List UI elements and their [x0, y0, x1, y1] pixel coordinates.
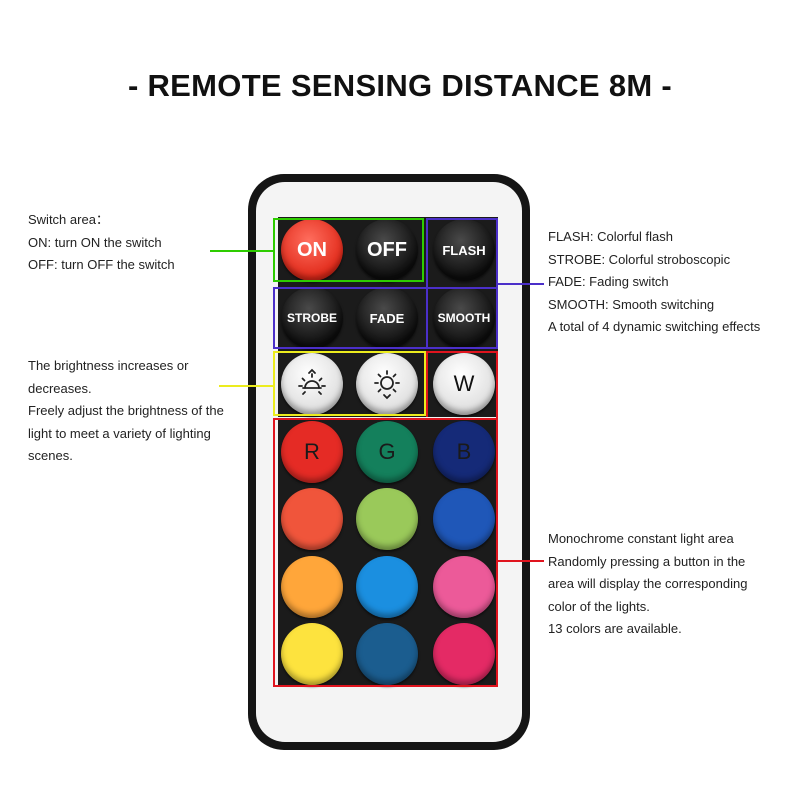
smooth-button[interactable]: SMOOTH	[433, 287, 495, 349]
brightness-note-line: Freely adjust the brightness of the	[28, 403, 224, 418]
monochrome-area-box	[273, 418, 498, 687]
switch-note-line: ON: turn ON the switch	[28, 234, 162, 250]
monochrome-note-line: area will display the corresponding	[548, 576, 748, 591]
color-button-yellow[interactable]	[281, 623, 343, 685]
blue-button-label: B	[456, 439, 472, 464]
page-title: - REMOTE SENSING DISTANCE 8M -	[127, 68, 673, 103]
off-button-label: OFF	[367, 238, 407, 261]
color-button-orange-red[interactable]	[281, 488, 343, 550]
color-button-orange[interactable]	[281, 556, 343, 618]
switch-note-line: Switch area：	[28, 212, 109, 227]
dynamic-connector-line	[498, 283, 544, 285]
dynamic-note-line: FLASH: Colorful flash	[548, 229, 673, 244]
white-button-label: W	[453, 371, 475, 396]
dynamic-note-line: SMOOTH: Smooth switching	[548, 296, 715, 312]
on-button-label: ON	[297, 238, 327, 261]
strobe-button[interactable]: STROBE	[281, 287, 343, 349]
brightness-note-line: decreases.	[28, 380, 92, 396]
monochrome-note-line: color of the lights.	[548, 598, 650, 614]
monochrome-note: Monochrome constant light area Randomly …	[548, 528, 747, 641]
monochrome-note-line: Randomly pressing a button in the	[548, 553, 746, 569]
monochrome-area-box-divider	[426, 351, 428, 417]
strobe-button-label: STROBE	[286, 311, 337, 325]
brightness-up-icon	[298, 368, 326, 395]
on-button[interactable]: ON	[281, 219, 343, 281]
fade-button[interactable]: FADE	[356, 287, 418, 349]
fade-button-label: FADE	[369, 310, 405, 326]
dynamic-effects-note: FLASH: Colorful flash STROBE: Colorful s…	[548, 226, 760, 339]
brightness-note-line: light to meet a variety of lighting	[28, 425, 211, 441]
switch-note-line: OFF: turn OFF the switch	[28, 257, 175, 272]
color-button-steel-blue[interactable]	[356, 623, 418, 685]
red-button-label: R	[304, 439, 320, 464]
switch-area-box	[273, 218, 424, 282]
brightness-note-line: scenes.	[28, 448, 73, 463]
red-button[interactable]: R	[281, 421, 343, 483]
brightness-note: The brightness increases or decreases. F…	[28, 355, 224, 468]
switch-area-note: Switch area： ON: turn ON the switch OFF:…	[28, 209, 175, 277]
brightness-up-button[interactable]	[281, 353, 343, 415]
monochrome-note-line: Monochrome constant light area	[548, 531, 734, 546]
color-button-light-green[interactable]	[356, 488, 418, 550]
monochrome-note-line: 13 colors are available.	[548, 621, 682, 636]
color-button-magenta[interactable]	[433, 623, 495, 685]
dynamic-area-box-upper	[426, 218, 498, 349]
smooth-button-label: SMOOTH	[437, 311, 491, 325]
monochrome-connector-line	[498, 560, 544, 562]
blue-button[interactable]: B	[433, 421, 495, 483]
dynamic-area-box	[273, 287, 498, 349]
dynamic-note-line: FADE: Fading switch	[548, 274, 669, 289]
color-button-pink[interactable]	[433, 556, 495, 618]
green-button[interactable]: G	[356, 421, 418, 483]
brightness-note-line: The brightness increases or	[28, 358, 189, 373]
color-button-sky-blue[interactable]	[356, 556, 418, 618]
dynamic-note-line: A total of 4 dynamic switching effects	[548, 319, 761, 334]
flash-button[interactable]: FLASH	[433, 219, 495, 281]
monochrome-area-box-topline	[428, 351, 498, 353]
brightness-connector-line	[219, 385, 273, 387]
white-button[interactable]: W	[433, 353, 495, 415]
off-button[interactable]: OFF	[356, 219, 418, 281]
switch-connector-line	[210, 250, 273, 252]
color-button-medium-blue[interactable]	[433, 488, 495, 550]
brightness-down-icon	[374, 370, 400, 400]
flash-button-label: FLASH	[442, 242, 486, 258]
green-button-label: G	[378, 439, 396, 464]
brightness-area-box	[273, 351, 426, 416]
brightness-down-button[interactable]	[356, 353, 418, 415]
dynamic-note-line: STROBE: Colorful stroboscopic	[548, 251, 731, 267]
